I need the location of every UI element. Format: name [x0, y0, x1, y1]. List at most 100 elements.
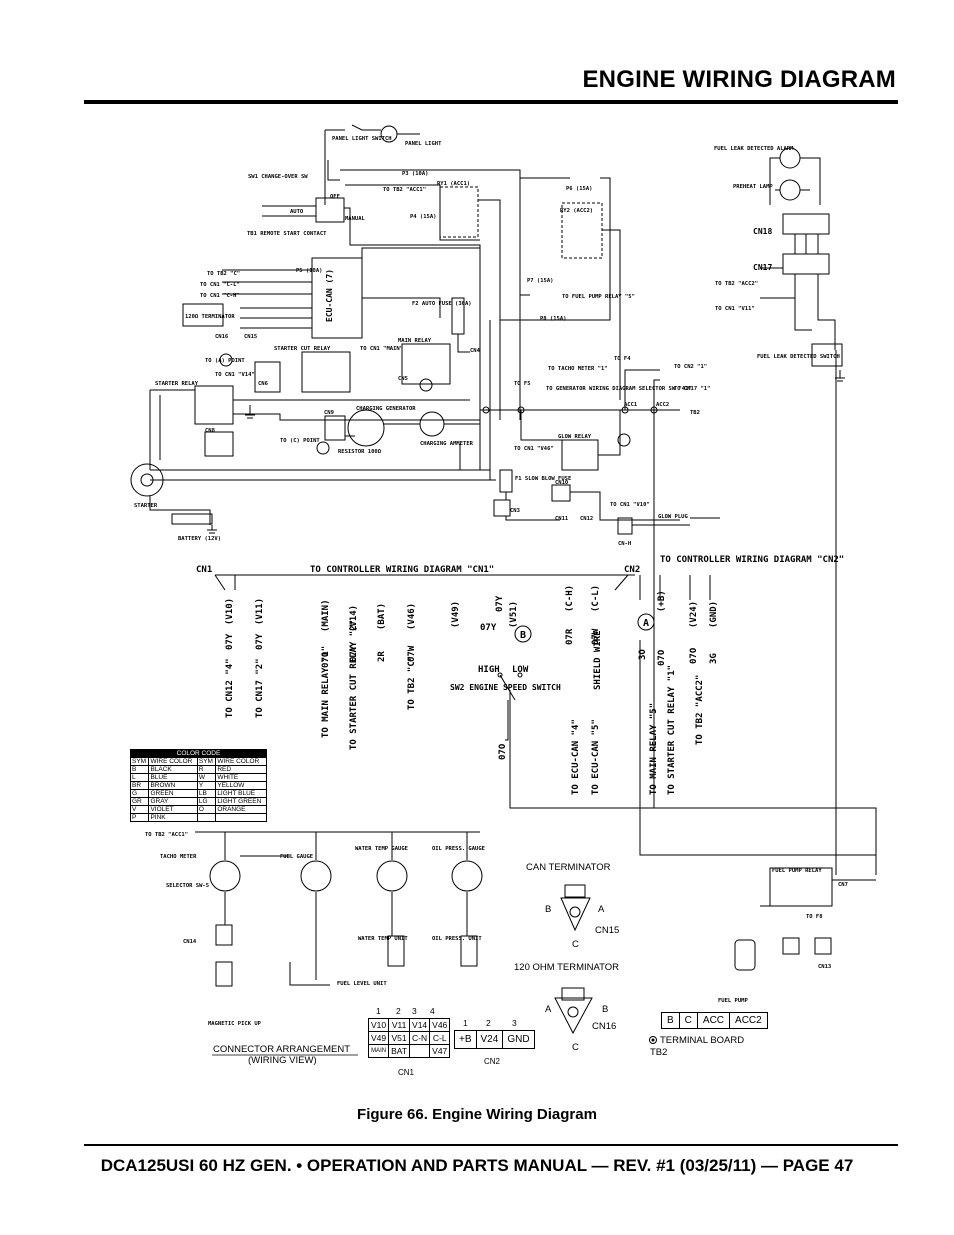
- starter-motor: [130, 463, 164, 497]
- cc-cell: O: [196, 805, 217, 814]
- label-tb2-board: TB2: [650, 1047, 667, 1058]
- label-cn14: CN14: [183, 939, 197, 945]
- cn18-connector: [782, 213, 830, 235]
- label-oil-press-unit: OIL PRESS. UNIT: [432, 936, 482, 942]
- cn1-wire-columns: 07Y (V10) TO CN12 "4" 07Y (V11) TO CN17 …: [225, 585, 603, 795]
- label-fuel-leak-alarm: FUEL LEAK DETECTED ALARM: [714, 146, 794, 152]
- label-fuel-leak-switch: FUEL LEAK DETECTED SWITCH: [757, 354, 840, 360]
- cn1-connector-table: V10 V11 V14 V46 V49 V51 C-N C-L MAIN BAT…: [367, 1018, 451, 1058]
- label-p4: P4 (15A): [410, 214, 437, 220]
- label-cn9: CN9: [324, 410, 334, 416]
- label-to-c-point: TO (C) POINT: [280, 438, 320, 444]
- cc-cell: LG: [196, 797, 217, 806]
- label-high: HIGH: [478, 665, 500, 675]
- label-to-a-point: TO (A) POINT: [205, 358, 245, 364]
- label-fuel-gauge: FUEL GAUGE: [280, 854, 313, 860]
- cc-cell: [196, 813, 217, 822]
- cc-cell: RED: [215, 765, 267, 774]
- label-ry2: RY2 (ACC2): [560, 208, 593, 214]
- label-p8: P8 (15A): [540, 316, 567, 322]
- label-acc2: ACC2: [656, 402, 669, 408]
- label-conn-arrangement: CONNECTOR ARRANGEMENT: [213, 1044, 350, 1055]
- cn1-wire-7-color: 07Y: [480, 623, 497, 633]
- cn1-cell: V14: [409, 1018, 431, 1032]
- label-to-tb2-acc1: TO TB2 "ACC1": [383, 187, 426, 193]
- label-water-temp-gauge: WATER TEMP GAUGE: [355, 846, 408, 852]
- cn1-wire-10-dest: TO ECU-CAN "5": [591, 719, 601, 795]
- label-p6: P6 (15A): [566, 186, 593, 192]
- label-cn2-header: CN2: [624, 565, 640, 575]
- cc-cell: [215, 813, 267, 822]
- shield-wire-label: SHIELD WIRE: [593, 630, 603, 690]
- cn2-pin-1: 1: [463, 1018, 468, 1028]
- label-to-cn1-v14: TO CN1 "V14": [215, 372, 255, 378]
- label-glow-plug: GLOW PLUG: [658, 514, 688, 520]
- cc-cell: GRAY: [148, 797, 198, 806]
- label-cn15-conn: CN15: [595, 925, 619, 936]
- cn2-wire-columns: 3O (+B) TO MAIN RELAY "5" 07O TO STARTER…: [638, 590, 719, 795]
- label-to-cn1-main: TO CN1 "MAIN": [360, 346, 403, 352]
- cc-cell: BLUE: [148, 773, 198, 782]
- cc-cell: B: [129, 765, 150, 774]
- cn1-wire-4-dest: TO STARTER CUT RELAY "2": [349, 620, 359, 750]
- cc-cell: LIGHT GREEN: [215, 797, 267, 806]
- label-cn6: CN6: [258, 381, 269, 387]
- cn1-wire-6-dest: TO TB2 "C": [407, 656, 417, 710]
- cc-cell: LIGHT BLUE: [215, 789, 267, 798]
- label-cn11: CN11: [555, 516, 569, 522]
- label-ohm-terminator: 120 OHM TERMINATOR: [514, 962, 619, 973]
- ry1-relay: [439, 186, 479, 238]
- page-title: ENGINE WIRING DIAGRAM: [582, 66, 896, 93]
- tb2-terminal-board: B C ACC ACC2: [661, 1012, 768, 1029]
- label-fuel-pump-relay: FUEL PUMP RELAY: [772, 868, 822, 874]
- cc-cell: BROWN: [148, 781, 198, 790]
- label-cn16: CN16: [215, 334, 229, 340]
- label-starter: STARTER: [134, 503, 158, 509]
- label-cn10: CN10: [555, 480, 568, 486]
- cn1-cell: V10: [367, 1018, 390, 1032]
- label-wiring-view: (WIRING VIEW): [248, 1055, 317, 1066]
- label-magnetic-pickup: MAGNETIC PICK UP: [208, 1021, 262, 1027]
- cn17-connector: [782, 253, 830, 275]
- cc-cell: WHITE: [215, 773, 267, 782]
- label-manual: MANUAL: [345, 216, 366, 222]
- label-to-generator: TO GENERATOR WIRING DIAGRAM SELECTOR SW …: [546, 386, 692, 392]
- label-to-cn2-1: TO CN2 "1": [674, 364, 707, 370]
- starter-relay: [194, 385, 234, 425]
- cn1-wire-10-color: 07W: [591, 628, 601, 645]
- cn2-wire-2-dest: TO STARTER CUT RELAY "1": [667, 665, 677, 795]
- label-f1: F1 SLOW BLOW FUSE: [515, 476, 571, 482]
- label-starter-cut-relay: STARTER CUT RELAY: [274, 346, 331, 352]
- cc-cell: V: [129, 805, 150, 814]
- label-oil-press-gauge: OIL PRESS. GAUGE: [432, 846, 485, 852]
- label-to-cn17-1: TO CN17 "1": [674, 386, 710, 392]
- glow-relay: [561, 439, 599, 471]
- cn16-pin-c: C: [572, 1042, 579, 1053]
- label-fuel-level-unit: FUEL LEVEL UNIT: [337, 981, 387, 987]
- label-fuel-pump: FUEL PUMP: [718, 998, 748, 1004]
- cn1-cell: BAT: [388, 1044, 411, 1058]
- label-main-relay: MAIN RELAY: [398, 338, 432, 344]
- cn1-wire-6-color: 07W: [407, 645, 417, 662]
- label-cn16-conn: CN16: [592, 1021, 616, 1032]
- fuel-pump-relay: [769, 867, 833, 907]
- cn2-wire-2-color: 07O: [657, 649, 667, 666]
- cn1-wire-5-id: (BAT): [377, 603, 387, 630]
- label-sw1: SW1 CHANGE-OVER SW: [248, 174, 308, 180]
- label-to-tb2-acc2: TO TB2 "ACC2": [715, 281, 758, 287]
- cn2-pin-2: 2: [486, 1018, 491, 1028]
- label-cn15: CN15: [244, 334, 257, 340]
- cc-cell: VIOLET: [148, 805, 198, 814]
- cn2-cell: +B: [454, 1030, 477, 1049]
- cc-header: WIRE COLOR: [215, 757, 267, 766]
- label-to-fuel-pump-relay: TO FUEL PUMP RELAY "5": [562, 294, 635, 300]
- label-ecu-can: ECU-CAN (7): [325, 269, 334, 322]
- label-cn2-conn: CN2: [484, 1057, 501, 1066]
- label-p5: P5 (10A): [296, 268, 323, 274]
- cn1-pin-3: 3: [412, 1006, 417, 1016]
- cn1-cell: V51: [388, 1031, 411, 1045]
